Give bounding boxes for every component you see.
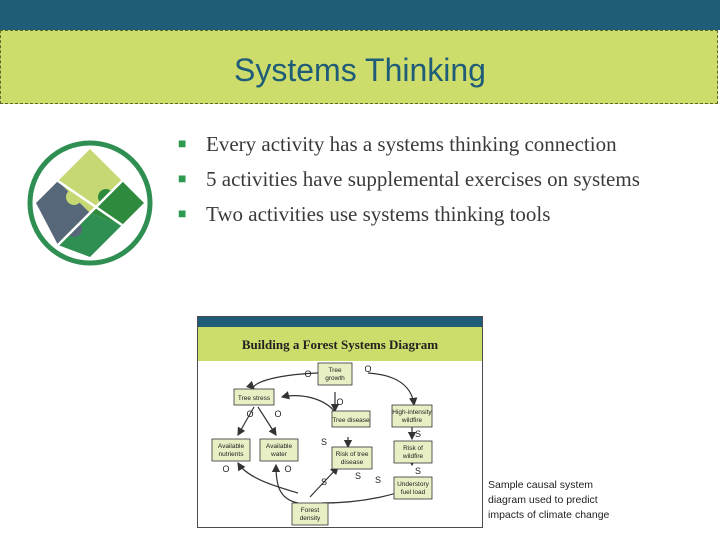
svg-text:O: O: [246, 409, 253, 419]
square-bullet-icon: ■: [178, 207, 187, 222]
node-understory-fuel-load: Understory fuel load: [393, 476, 433, 500]
svg-text:S: S: [321, 437, 327, 447]
svg-text:S: S: [375, 475, 381, 485]
svg-text:Forest: Forest: [301, 507, 320, 514]
node-tree-disease: Tree disease: [331, 410, 371, 428]
svg-text:nutrients: nutrients: [219, 451, 245, 458]
svg-text:Available: Available: [266, 443, 293, 450]
node-available-water: Available water: [259, 438, 299, 462]
svg-text:density: density: [300, 515, 321, 522]
svg-text:wildfire: wildfire: [402, 453, 424, 460]
node-available-nutrients: Available nutrients: [211, 438, 251, 462]
polarity-labels: O O O O O S S S O O S S S: [222, 364, 421, 487]
svg-text:Risk of tree: Risk of tree: [336, 451, 369, 458]
svg-text:O: O: [304, 369, 311, 379]
node-high-intensity-wildfire: High-intensity wildfire: [391, 404, 432, 428]
svg-text:disease: disease: [341, 459, 364, 466]
svg-text:High-intensity: High-intensity: [392, 409, 432, 416]
svg-text:fuel load: fuel load: [401, 489, 426, 496]
node-tree-growth: Tree growth: [317, 362, 353, 386]
forest-systems-diagram: Building a Forest Systems Diagram Tree g…: [197, 316, 483, 528]
svg-text:growth: growth: [325, 375, 345, 382]
bullet-item: ■ Two activities use systems thinking too…: [178, 200, 688, 229]
node-risk-of-tree-disease: Risk of tree disease: [331, 446, 373, 470]
bullet-item: ■ Every activity has a systems thinking c…: [178, 130, 688, 159]
svg-text:water: water: [270, 451, 288, 458]
diagram-header-band: [198, 317, 482, 327]
bullet-text: Two activities use systems thinking tool…: [206, 202, 551, 226]
diagram-caption: Sample causal system diagram used to pre…: [488, 478, 638, 523]
svg-text:Understory: Understory: [397, 481, 430, 488]
svg-text:S: S: [415, 429, 421, 439]
svg-text:O: O: [274, 409, 281, 419]
caption-line: diagram used to predict: [488, 494, 598, 506]
bullet-text: Every activity has a systems thinking co…: [206, 132, 617, 156]
diagram-title: Building a Forest Systems Diagram: [242, 337, 438, 352]
slide-title: Systems Thinking: [234, 52, 486, 88]
svg-text:Risk of: Risk of: [403, 445, 423, 452]
puzzle-pieces-icon: [27, 140, 153, 266]
svg-text:wildfire: wildfire: [401, 417, 423, 424]
svg-text:S: S: [321, 477, 327, 487]
svg-text:O: O: [284, 464, 291, 474]
svg-text:O: O: [364, 364, 371, 374]
svg-text:Available: Available: [218, 443, 245, 450]
node-risk-of-wildfire: Risk of wildfire: [393, 440, 433, 464]
title-band: [0, 30, 718, 104]
svg-text:Tree disease: Tree disease: [332, 417, 370, 424]
caption-line: Sample causal system: [488, 479, 594, 491]
svg-text:S: S: [355, 471, 361, 481]
svg-text:Tree: Tree: [328, 367, 342, 374]
top-color-band: [0, 0, 720, 30]
bullet-text: 5 activities have supplemental exercises…: [206, 167, 640, 191]
square-bullet-icon: ■: [178, 137, 187, 152]
svg-text:Tree stress: Tree stress: [238, 395, 271, 402]
causal-links: [237, 372, 418, 504]
node-forest-density: Forest density: [291, 502, 329, 526]
svg-text:S: S: [415, 466, 421, 476]
svg-text:O: O: [336, 397, 343, 407]
bullet-list: ■ Every activity has a systems thinking c…: [178, 130, 688, 235]
caption-line: impacts of climate change: [488, 509, 610, 521]
node-tree-stress: Tree stress: [233, 388, 275, 406]
square-bullet-icon: ■: [178, 172, 187, 187]
svg-text:O: O: [222, 464, 229, 474]
bullet-item: ■ 5 activities have supplemental exercise…: [178, 165, 688, 194]
